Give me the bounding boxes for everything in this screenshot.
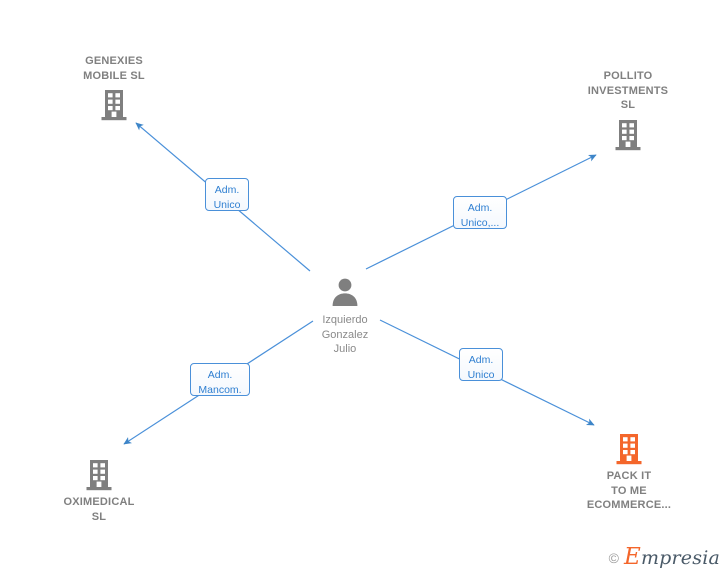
building-icon — [611, 117, 645, 151]
node-label-genexies-mobile-sl: GENEXIES MOBILE SL — [83, 55, 145, 82]
building-icon — [101, 90, 127, 121]
node-label-oximedical-sl: OXIMEDICAL SL — [63, 496, 135, 523]
building-icon — [612, 431, 646, 465]
building-icon — [82, 457, 116, 491]
node-pollito-investments-sl[interactable]: POLLITO INVESTMENTS SL — [553, 69, 703, 151]
empresia-logo-text: mpresia — [640, 547, 720, 569]
person-icon — [328, 275, 362, 309]
copyright-icon: © — [608, 549, 619, 566]
building-icon — [97, 87, 131, 121]
node-label-pack-it-to-me-ecommerce: PACK IT TO ME ECOMMERCE... — [586, 470, 672, 511]
building-icon — [86, 460, 112, 491]
building-icon — [616, 434, 642, 465]
edge-label-person-to-packit[interactable]: Adm. Unico — [459, 348, 503, 381]
person-icon — [332, 278, 358, 306]
node-genexies-mobile-sl[interactable]: GENEXIES MOBILE SL — [39, 54, 189, 121]
node-pack-it-to-me-ecommerce[interactable]: PACK IT TO ME ECOMMERCE... — [554, 431, 704, 513]
edge-label-person-to-genexies[interactable]: Adm. Unico — [205, 178, 249, 211]
watermark: © Empresia — [609, 546, 720, 569]
edge-label-person-to-oximedical[interactable]: Adm. Mancom. — [190, 363, 250, 396]
edge-label-person-to-pollito[interactable]: Adm. Unico,... — [453, 196, 507, 229]
building-icon — [615, 119, 641, 150]
node-izquierdo-gonzalez-julio[interactable]: Izquierdo Gonzalez Julio — [270, 275, 420, 357]
node-label-izquierdo-gonzalez-julio: Izquierdo Gonzalez Julio — [321, 314, 369, 355]
node-oximedical-sl[interactable]: OXIMEDICAL SL — [24, 457, 174, 524]
empresia-logo: Empresia — [624, 546, 720, 569]
node-label-pollito-investments-sl: POLLITO INVESTMENTS SL — [587, 70, 669, 111]
empresia-logo-initial: E — [623, 544, 641, 570]
